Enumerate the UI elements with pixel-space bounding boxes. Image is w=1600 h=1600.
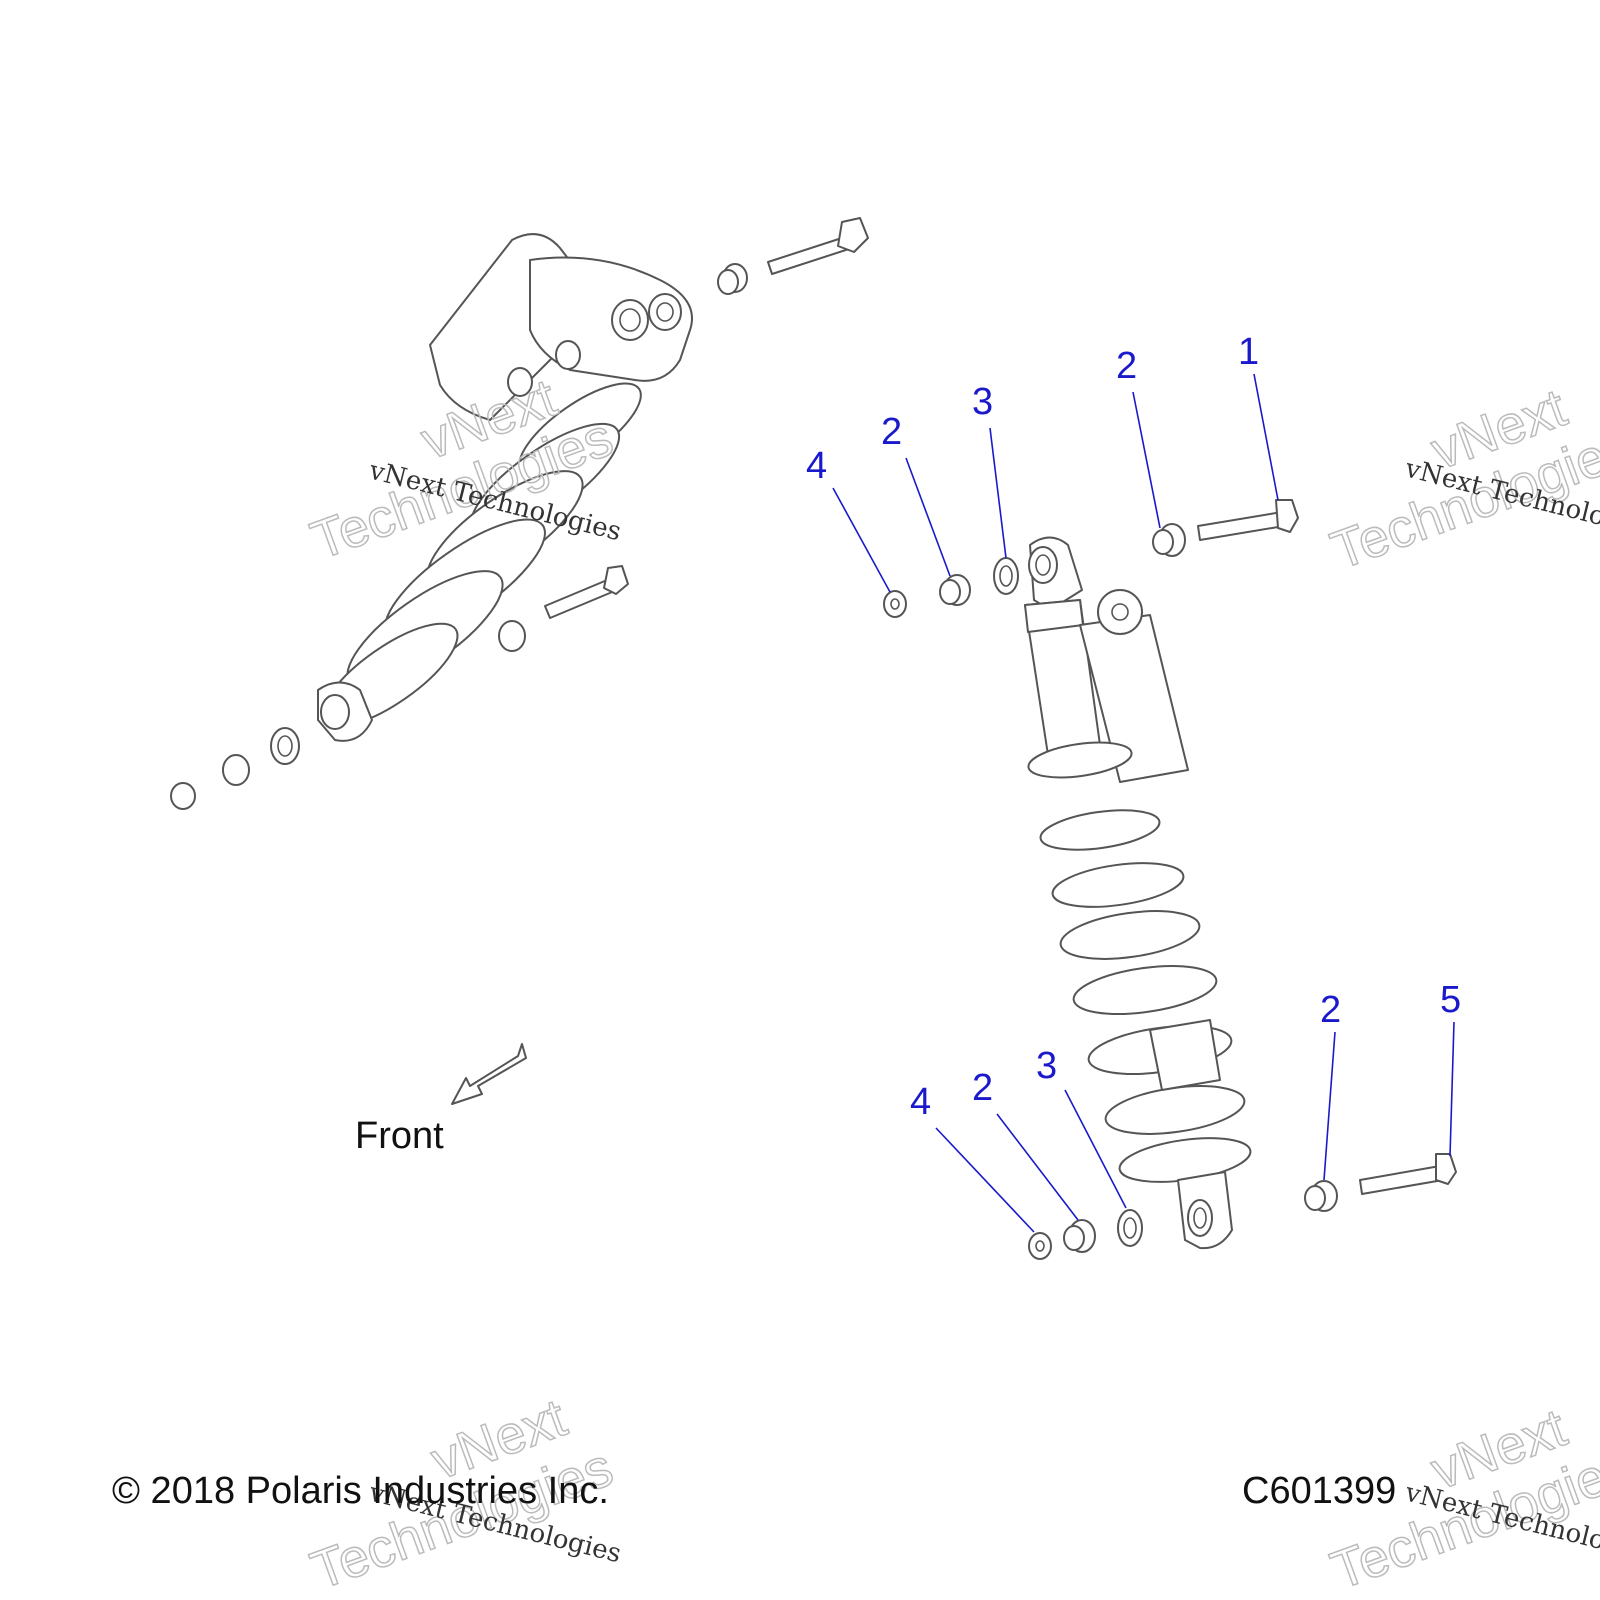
background-lower-nut bbox=[170, 782, 196, 810]
bushing-2-upper-right bbox=[1152, 523, 1186, 557]
bolt-1 bbox=[1197, 499, 1299, 541]
bushing-2-upper-left bbox=[939, 574, 971, 606]
background-upper-bushing bbox=[717, 263, 748, 295]
bushing-2-lower-left bbox=[1063, 1219, 1096, 1253]
background-nut-a bbox=[507, 367, 533, 397]
callout-1: 1 bbox=[1238, 331, 1259, 373]
front-arrow-icon bbox=[451, 1043, 527, 1105]
background-middle-bushing bbox=[498, 620, 526, 652]
callout-2-lower-right: 2 bbox=[1320, 989, 1341, 1031]
callout-3-upper: 3 bbox=[972, 381, 993, 423]
callout-2-lower-left: 2 bbox=[972, 1067, 993, 1109]
figure-id: C601399 bbox=[1242, 1470, 1397, 1512]
washer-3-upper bbox=[993, 557, 1019, 595]
background-shock-assembly bbox=[170, 217, 869, 810]
background-lower-washer bbox=[270, 727, 300, 765]
callout-3-lower: 3 bbox=[1036, 1045, 1057, 1087]
foreground-shock-assembly bbox=[1024, 536, 1252, 1250]
copyright-notice: © 2018 Polaris Industries Inc. bbox=[112, 1470, 609, 1512]
bolt-5 bbox=[1359, 1153, 1457, 1195]
washer-3-lower bbox=[1117, 1209, 1143, 1247]
nut-4-upper bbox=[883, 590, 907, 618]
background-lower-bushing bbox=[222, 754, 250, 786]
background-upper-bolt bbox=[767, 217, 869, 275]
callout-4-lower: 4 bbox=[910, 1081, 931, 1123]
bushing-2-lower-right bbox=[1304, 1180, 1338, 1212]
background-middle-bolt bbox=[544, 565, 629, 619]
callout-leaders bbox=[832, 373, 1455, 1233]
watermark-upper-right: vNext Technologies vNext Technologies bbox=[1323, 377, 1600, 582]
nut-4-lower bbox=[1028, 1232, 1052, 1260]
callout-5: 5 bbox=[1440, 979, 1461, 1021]
callout-2-upper-right: 2 bbox=[1116, 345, 1137, 387]
callout-2-upper-left: 2 bbox=[881, 411, 902, 453]
background-nut-b bbox=[555, 340, 581, 370]
callout-4-upper: 4 bbox=[806, 445, 827, 487]
front-label: Front bbox=[355, 1115, 444, 1157]
